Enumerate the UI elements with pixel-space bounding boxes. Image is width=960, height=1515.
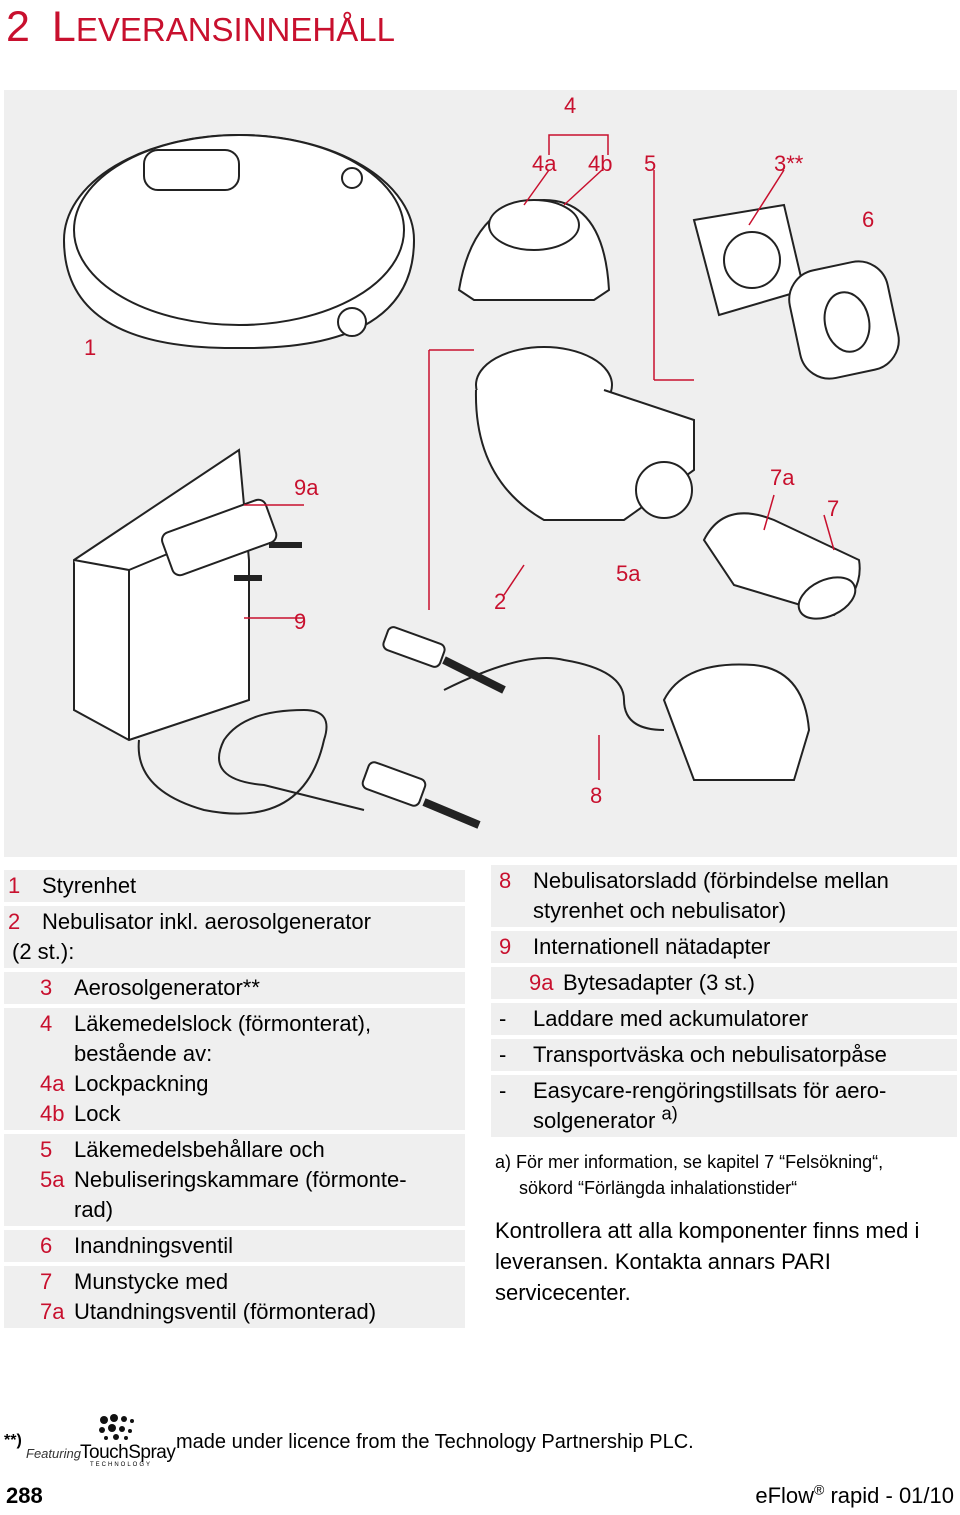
- callout-5a: 5a: [616, 561, 641, 586]
- heading-rest: EVERANSINNEHÅLL: [75, 11, 395, 48]
- callout-9a: 9a: [294, 475, 319, 500]
- callout-7a: 7a: [770, 465, 795, 490]
- callout-4a: 4a: [532, 151, 557, 176]
- callout-5: 5: [644, 151, 657, 176]
- callout-7: 7: [827, 496, 840, 521]
- callout-6: 6: [862, 207, 875, 232]
- callout-2: 2: [494, 589, 507, 614]
- device-drawing: [63, 134, 900, 829]
- list-item: 6 Inandningsventil: [4, 1230, 465, 1262]
- list-item: 9 Internationell nätadapter: [491, 931, 957, 963]
- list-item: 1 Styrenhet: [4, 870, 465, 902]
- list-item: -Easycare-rengöringstillsats för aero- s…: [491, 1075, 957, 1137]
- touchspray-logo: **) Featuring TouchSpray TECHNOLOGY: [4, 1412, 176, 1470]
- dot-grid-icon: [99, 1414, 134, 1440]
- list-item: 2 Nebulisator inkl. aerosolgenerator(2 s…: [4, 906, 465, 968]
- list-item: - Transportväska och nebulisatorpåse: [491, 1039, 957, 1071]
- list-item: 3 Aerosolgenerator**: [4, 972, 465, 1004]
- footnote: a) För mer information, se kapitel 7 “Fe…: [495, 1152, 884, 1198]
- heading-number: 2: [6, 3, 30, 51]
- callout-4b: 4b: [588, 151, 613, 176]
- component-list-left: 1 Styrenhet 2 Nebulisator inkl. aerosolg…: [4, 870, 465, 1332]
- callout-3: 3**: [774, 151, 804, 176]
- callout-4: 4: [564, 93, 577, 118]
- page-number: 288: [6, 1483, 43, 1508]
- callout-1: 1: [84, 335, 97, 360]
- callout-9: 9: [294, 609, 307, 634]
- check-paragraph: Kontrollera att alla komponenter finns m…: [495, 1218, 920, 1305]
- list-item: 9a Bytesadapter (3 st.): [491, 967, 957, 999]
- device-illustration: 4 4a 4b 5 3** 6 1 9a 7a 7 5a 2 9 8: [4, 90, 957, 857]
- list-item: - Laddare med ackumulatorer: [491, 1003, 957, 1035]
- heading-cap: L: [51, 3, 76, 51]
- licence-text: made under licence from the Technology P…: [176, 1431, 694, 1453]
- document-id: eFlow® rapid - 01/10: [755, 1481, 954, 1508]
- callout-8: 8: [590, 783, 603, 808]
